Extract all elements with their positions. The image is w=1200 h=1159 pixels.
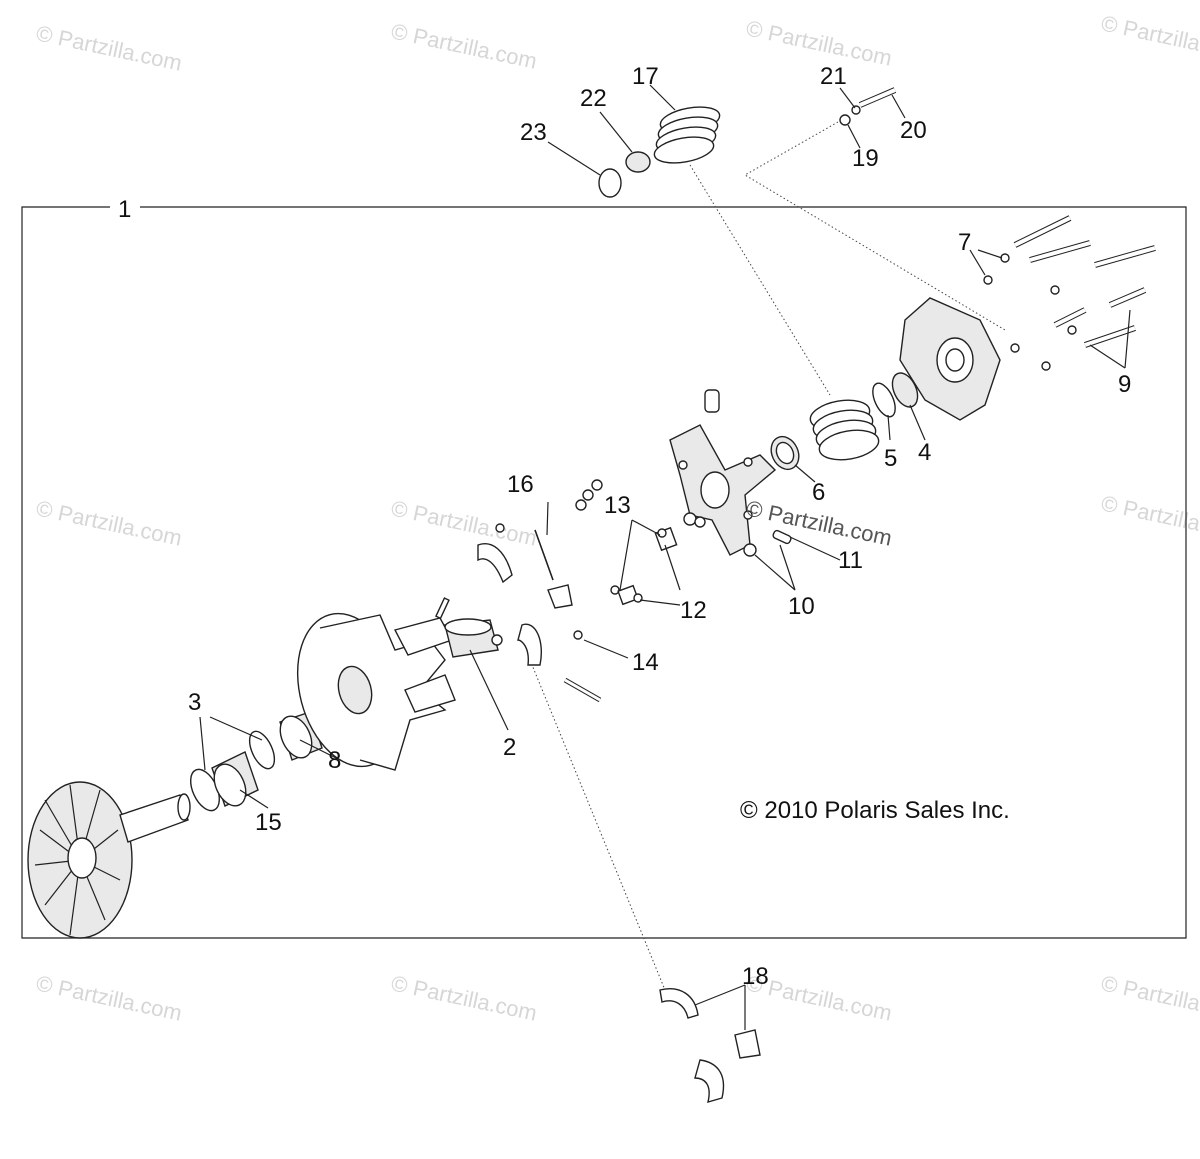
callouts: 1 2 3 4 5 6 7 8 9 10 11 12 13 14 15 16 1… bbox=[118, 63, 1131, 990]
callout-21: 21 bbox=[820, 63, 847, 90]
watermark: © Partzilla.com bbox=[1099, 490, 1200, 545]
part-movable-sheave bbox=[296, 612, 456, 771]
callout-4: 4 bbox=[918, 439, 931, 466]
callout-6: 6 bbox=[812, 479, 825, 506]
callout-8: 8 bbox=[328, 747, 341, 774]
callout-12: 12 bbox=[680, 597, 707, 624]
part-5-ring bbox=[872, 382, 896, 418]
part-bolts bbox=[983, 215, 1156, 371]
alignment-lines bbox=[529, 121, 1006, 991]
watermark: © Partzilla.com bbox=[1099, 970, 1200, 1025]
assembly-box bbox=[21, 206, 1187, 939]
part-fixed-sheave bbox=[27, 781, 191, 939]
callout-23: 23 bbox=[520, 119, 547, 146]
callout-2: 2 bbox=[503, 734, 516, 761]
watermark: © Partzilla.com bbox=[1099, 10, 1200, 65]
part-roller-assembly bbox=[575, 479, 678, 606]
callout-3: 3 bbox=[188, 689, 201, 716]
part-spider bbox=[669, 389, 792, 557]
callout-11: 11 bbox=[838, 547, 863, 574]
callout-7: 7 bbox=[958, 229, 971, 256]
callout-5: 5 bbox=[884, 445, 897, 472]
part-4-ring bbox=[891, 372, 919, 408]
callout-1: 1 bbox=[118, 196, 131, 223]
part-18-weights bbox=[659, 988, 761, 1104]
callout-16: 16 bbox=[507, 471, 534, 498]
watermark: © Partzilla.com bbox=[389, 18, 539, 73]
watermark: © Partzilla.com bbox=[34, 970, 184, 1025]
part-spring-top bbox=[598, 106, 721, 198]
part-pins-rollers bbox=[435, 523, 602, 703]
watermark: © Partzilla.com bbox=[389, 970, 539, 1025]
watermark: © Partzilla.com bbox=[34, 495, 184, 550]
watermark: © Partzilla.com bbox=[389, 495, 539, 550]
callout-19: 19 bbox=[852, 145, 879, 172]
callout-13: 13 bbox=[604, 492, 631, 519]
callout-9: 9 bbox=[1118, 371, 1131, 398]
callout-10: 10 bbox=[788, 593, 815, 620]
part-bolt-20 bbox=[839, 87, 897, 126]
callout-22: 22 bbox=[580, 85, 607, 112]
callout-17: 17 bbox=[632, 63, 659, 90]
callout-15: 15 bbox=[255, 809, 282, 836]
callout-18: 18 bbox=[742, 963, 769, 990]
part-cover bbox=[899, 297, 1001, 421]
part-spring-center bbox=[809, 399, 880, 461]
watermark: © Partzilla.com bbox=[34, 20, 184, 75]
callout-20: 20 bbox=[900, 117, 927, 144]
part-rings-bushings bbox=[189, 711, 323, 812]
callout-14: 14 bbox=[632, 649, 659, 676]
leader-lines bbox=[199, 84, 1131, 1030]
copyright-text: © 2010 Polaris Sales Inc. bbox=[740, 797, 1010, 824]
